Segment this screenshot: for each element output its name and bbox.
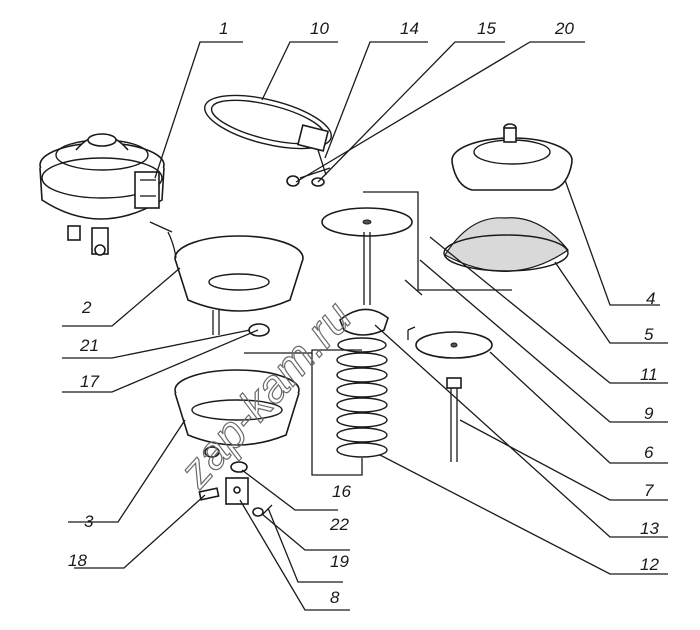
- callout-21: 21: [79, 336, 99, 355]
- lower-housing-drawing: [174, 352, 312, 458]
- callout-8: 8: [330, 588, 340, 607]
- callout-1: 1: [219, 19, 228, 38]
- leader-lines: [62, 41, 668, 611]
- callout-2: 2: [81, 298, 92, 317]
- callout-10: 10: [310, 19, 329, 38]
- disc-and-rod-drawing: [407, 326, 493, 462]
- callout-3: 3: [84, 512, 94, 531]
- callout-18: 18: [68, 551, 87, 570]
- clamp-ring-drawing: [204, 94, 332, 176]
- callout-6: 6: [644, 443, 654, 462]
- callout-17: 17: [80, 372, 99, 391]
- clevis-and-pins-drawing: [198, 461, 273, 517]
- callout-4: 4: [646, 289, 655, 308]
- callout-7: 7: [644, 481, 654, 500]
- pushrod-drawing: [321, 191, 512, 336]
- callout-13: 13: [640, 519, 659, 538]
- callout-19: 19: [330, 552, 349, 571]
- upper-housing-drawing: [149, 221, 304, 337]
- callout-labels: 1 2 3 4 5 6 7 8 9 10 11 12 13 14 15 16 1…: [68, 19, 659, 607]
- callout-16: 16: [332, 482, 351, 501]
- callout-22: 22: [329, 515, 349, 534]
- cover-drawing: [451, 123, 573, 191]
- return-spring-drawing: [311, 337, 388, 476]
- callout-5: 5: [644, 325, 654, 344]
- callout-14: 14: [400, 19, 419, 38]
- callout-12: 12: [640, 555, 659, 574]
- callout-15: 15: [477, 19, 496, 38]
- callout-11: 11: [640, 365, 658, 384]
- assembled-chamber-drawing: [39, 133, 165, 256]
- diaphragm-drawing: [443, 217, 569, 272]
- callout-9: 9: [644, 404, 654, 423]
- callout-20: 20: [554, 19, 574, 38]
